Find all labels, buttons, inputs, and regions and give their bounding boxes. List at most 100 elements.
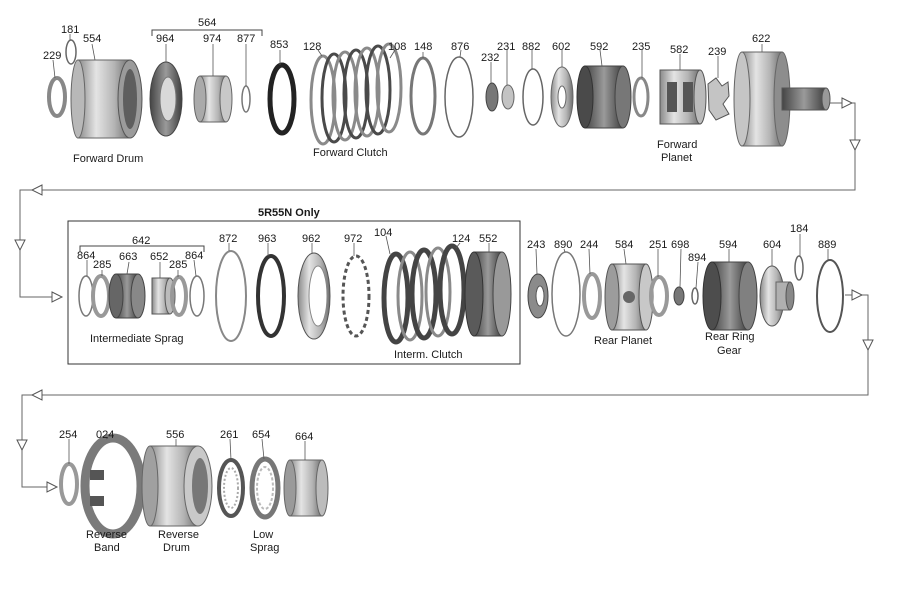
part-244-washer bbox=[582, 272, 602, 320]
part-interm-clutch-pack bbox=[381, 243, 467, 345]
part-label: 261 bbox=[220, 429, 238, 441]
part-label: 864 bbox=[77, 250, 95, 262]
group-brackets bbox=[79, 29, 263, 252]
part-962-piston bbox=[297, 252, 331, 340]
part-239-thrust-washer bbox=[707, 77, 730, 121]
caption-intermediate-sprag: Intermediate Sprag bbox=[90, 333, 184, 345]
part-label: 972 bbox=[344, 233, 362, 245]
part-label: 582 bbox=[670, 44, 688, 56]
part-label: 184 bbox=[790, 223, 808, 235]
caption-reverse-drum: Reverse bbox=[158, 529, 199, 541]
part-582-forward-planet bbox=[659, 69, 707, 125]
part-622-shell bbox=[733, 51, 831, 147]
part-label: 877 bbox=[237, 33, 255, 45]
part-184-ring bbox=[794, 255, 804, 281]
caption-low-sprag: Sprag bbox=[250, 542, 279, 554]
arrow-icon bbox=[51, 291, 64, 303]
part-label: 124 bbox=[452, 233, 470, 245]
arrow-icon bbox=[30, 389, 43, 401]
part-604-hub bbox=[759, 265, 795, 327]
part-663-race bbox=[108, 273, 146, 319]
caption-forward-planet: Planet bbox=[661, 152, 692, 164]
part-876-ring bbox=[444, 56, 474, 138]
part-label: 024 bbox=[96, 429, 114, 441]
part-label: 556 bbox=[166, 429, 184, 441]
part-label: 239 bbox=[708, 46, 726, 58]
part-label: 108 bbox=[388, 41, 406, 53]
part-251-washer bbox=[649, 275, 669, 317]
part-forward-clutch-pack bbox=[309, 42, 403, 146]
caption-forward-clutch: Forward Clutch bbox=[313, 147, 388, 159]
part-label: 554 bbox=[83, 33, 101, 45]
part-label: 254 bbox=[59, 429, 77, 441]
caption-reverse-drum: Drum bbox=[163, 542, 190, 554]
part-label: 890 bbox=[554, 239, 572, 251]
group-label-564: 564 bbox=[198, 17, 216, 29]
leader-lines bbox=[52, 34, 829, 464]
part-label: 592 bbox=[590, 41, 608, 53]
part-864-ring bbox=[78, 275, 94, 317]
part-label: 251 bbox=[649, 239, 667, 251]
part-890-ring bbox=[551, 251, 581, 337]
part-labels-row-1: 229 181 554 964 974 877 853 128 108 148 … bbox=[43, 24, 770, 64]
arrow-icon bbox=[862, 339, 874, 352]
part-889-ring bbox=[816, 259, 844, 333]
part-label: 853 bbox=[270, 39, 288, 51]
arrow-icon bbox=[841, 97, 854, 109]
caption-reverse-band: Reverse bbox=[86, 529, 127, 541]
part-label: 552 bbox=[479, 233, 497, 245]
part-285-washer bbox=[91, 274, 111, 318]
part-labels-row-2: 864 285 663 652 285 864 872 963 962 972 … bbox=[77, 223, 836, 271]
part-261-bearing bbox=[217, 458, 245, 518]
part-labels-row-3: 254 024 556 261 654 664 bbox=[59, 429, 313, 443]
arrow-icon bbox=[16, 439, 28, 452]
parts-row-3 bbox=[59, 433, 329, 539]
part-024-reverse-band bbox=[80, 433, 146, 539]
part-554-forward-drum bbox=[70, 59, 143, 139]
part-label: 872 bbox=[219, 233, 237, 245]
part-584-rear-planet bbox=[604, 263, 654, 331]
part-552-drum bbox=[464, 251, 512, 337]
part-label: 602 bbox=[552, 41, 570, 53]
part-231 bbox=[501, 84, 515, 110]
part-label: 229 bbox=[43, 50, 61, 62]
caption-forward-planet: Forward bbox=[657, 139, 697, 151]
part-602-plate bbox=[550, 66, 574, 128]
part-label: 876 bbox=[451, 41, 469, 53]
part-864-ring-b bbox=[189, 275, 205, 317]
part-594-rear-ring-gear bbox=[702, 261, 758, 331]
caption-interm-clutch: Interm. Clutch bbox=[394, 349, 462, 361]
arrow-icon bbox=[851, 289, 864, 301]
part-label: 622 bbox=[752, 33, 770, 45]
part-label: 698 bbox=[671, 239, 689, 251]
part-label: 181 bbox=[61, 24, 79, 36]
part-235-washer bbox=[632, 76, 650, 118]
part-556-reverse-drum bbox=[141, 445, 213, 527]
part-664-race bbox=[283, 459, 329, 517]
parts-row-1 bbox=[47, 39, 831, 147]
arrow-icon bbox=[14, 239, 26, 252]
5r55n-only-box bbox=[67, 220, 521, 365]
part-label: 244 bbox=[580, 239, 598, 251]
part-243-bearing bbox=[527, 273, 549, 319]
part-698 bbox=[673, 286, 685, 306]
part-label: 231 bbox=[497, 41, 515, 53]
part-592-ring-gear bbox=[576, 65, 632, 129]
flow-arrows bbox=[14, 97, 874, 493]
part-148-plate bbox=[409, 56, 437, 136]
part-label: 232 bbox=[481, 52, 499, 64]
caption-low-sprag: Low bbox=[253, 529, 273, 541]
part-229-washer bbox=[47, 76, 67, 118]
part-label: 285 bbox=[93, 259, 111, 271]
part-label: 594 bbox=[719, 239, 737, 251]
arrow-icon bbox=[46, 481, 59, 493]
parts-row-2 bbox=[78, 243, 844, 345]
part-853-seal bbox=[267, 62, 297, 136]
caption-forward-drum: Forward Drum bbox=[73, 153, 143, 165]
group-label-642: 642 bbox=[132, 235, 150, 247]
captions: Forward Drum Forward Clutch Forward Plan… bbox=[73, 139, 755, 554]
part-654-low-sprag bbox=[249, 456, 281, 520]
part-label: 654 bbox=[252, 429, 270, 441]
